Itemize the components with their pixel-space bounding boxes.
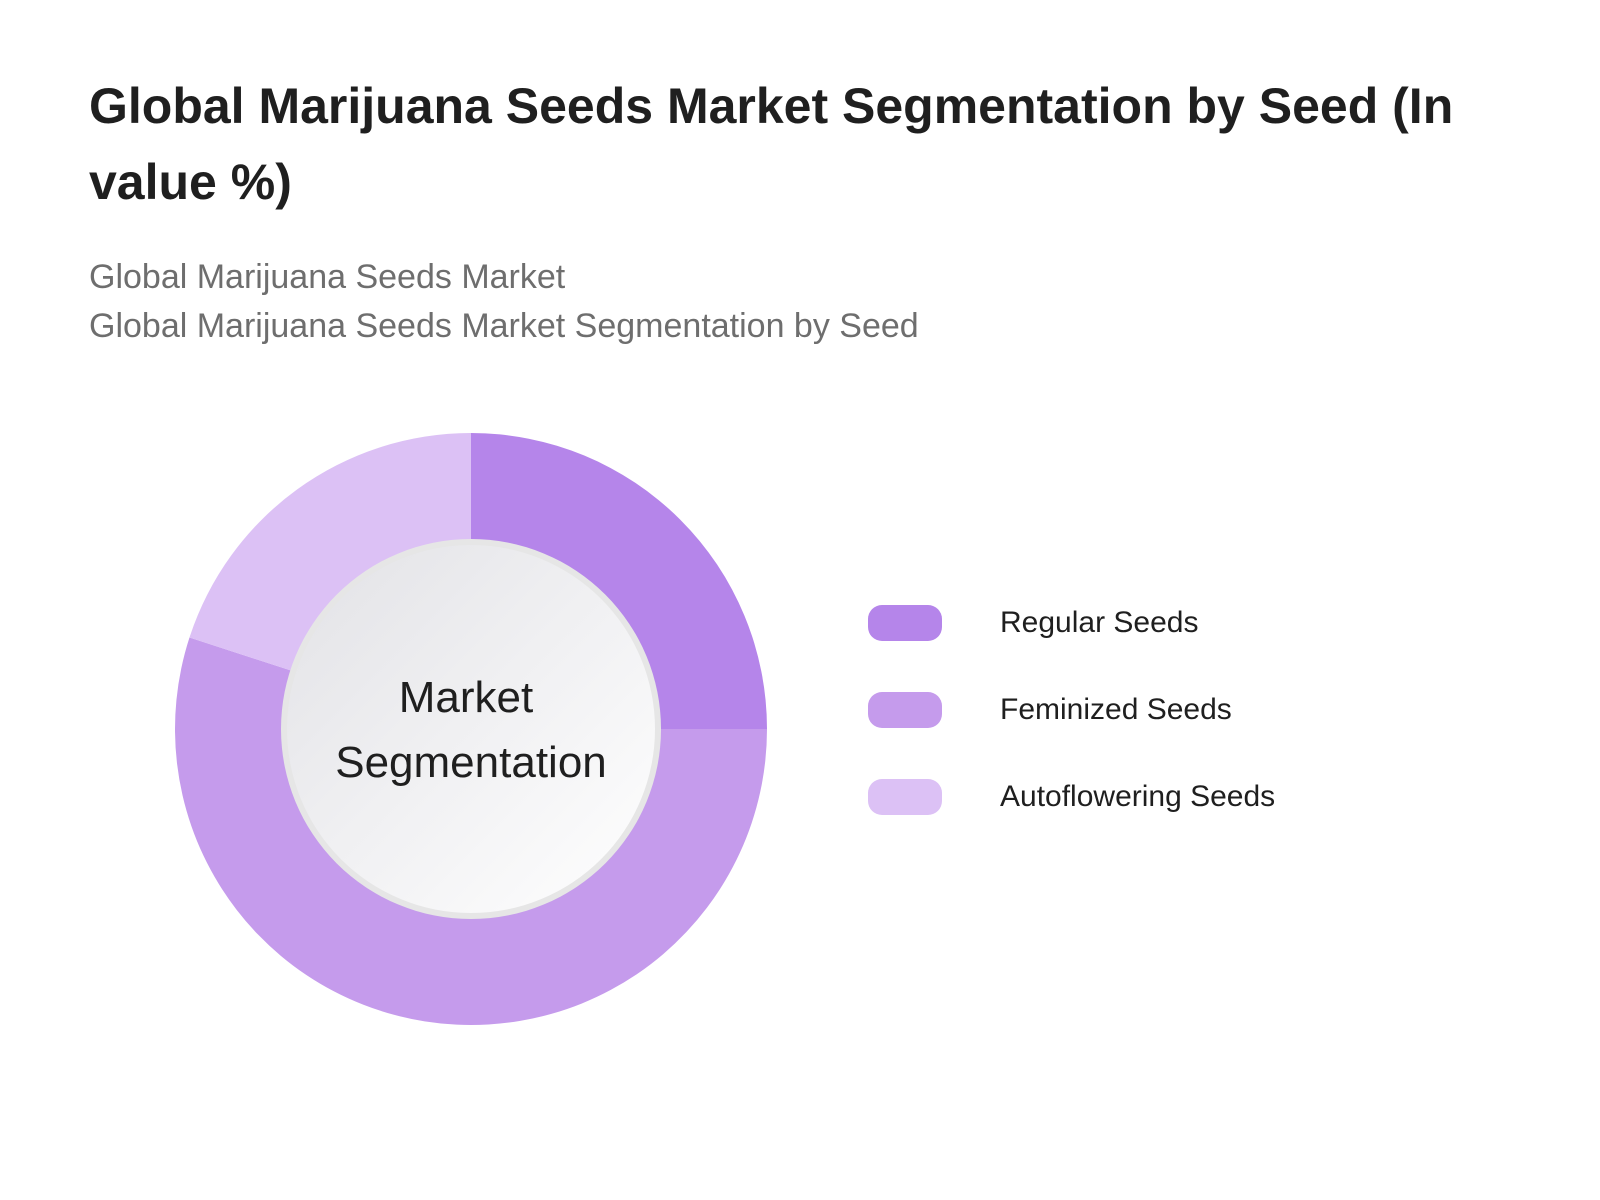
slice-feminized-seeds[interactable] [175, 637, 767, 1025]
center-label-line-2: Segmentation [335, 738, 607, 787]
center-circle [287, 545, 655, 913]
legend-item-regular-seeds[interactable]: Regular Seeds [868, 605, 1198, 641]
legend-label: Autoflowering Seeds [1000, 780, 1276, 813]
legend-item-autoflowering-seeds[interactable]: Autoflowering Seeds [868, 779, 1275, 815]
legend-label: Feminized Seeds [1000, 693, 1232, 726]
subtitle-line-2: Global Marijuana Seeds Market Segmentati… [89, 307, 919, 345]
legend-swatch [868, 779, 942, 815]
slice-regular-seeds[interactable] [471, 433, 767, 729]
chart-title: Global Marijuana Seeds Market Segmentati… [89, 78, 1454, 210]
legend-swatch [868, 692, 942, 728]
legend-label: Regular Seeds [1000, 606, 1199, 639]
legend-swatch [868, 605, 942, 641]
legend-item-feminized-seeds[interactable]: Feminized Seeds [868, 692, 1232, 728]
subtitle-line-1: Global Marijuana Seeds Market [89, 258, 566, 296]
center-label-line-1: Market [399, 673, 533, 722]
slice-autoflowering-seeds[interactable] [189, 433, 471, 674]
